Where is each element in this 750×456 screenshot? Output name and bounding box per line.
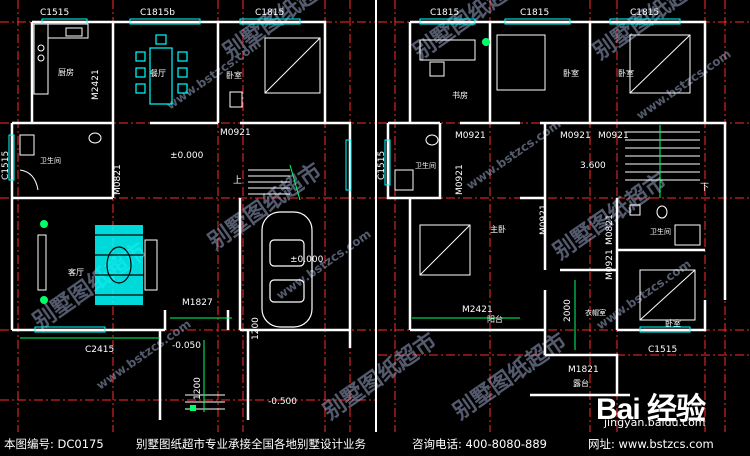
kitchen-fixtures bbox=[33, 23, 89, 95]
window-code: C1515 bbox=[648, 345, 677, 355]
baidu-jingyan-logo: Bai 经验 jingyan.baidu.com bbox=[596, 384, 746, 432]
plant-icon bbox=[482, 38, 490, 46]
contact-phone: 咨询电话: 400-8080-889 bbox=[412, 437, 547, 451]
window-code: C2415 bbox=[85, 345, 114, 355]
door-code: M0921 bbox=[605, 249, 615, 280]
upper-floor-plan: C1815 C1815 C1815 C1515 C1515 书房 卧室 卧室 卫… bbox=[377, 8, 727, 397]
window-code: C1515 bbox=[1, 151, 11, 180]
website-link[interactable]: 网址: www.bstzcs.com bbox=[588, 437, 714, 451]
upper-beds bbox=[419, 34, 696, 321]
door-code: M1821 bbox=[568, 365, 599, 375]
door-code: M1827 bbox=[182, 298, 213, 308]
door-code: M0921 bbox=[220, 128, 251, 138]
door-code: M0821 bbox=[113, 164, 123, 195]
upper-labels: C1815 C1815 C1815 C1515 C1515 书房 卧室 卧室 卫… bbox=[377, 8, 709, 388]
room-bath: 卫生间 bbox=[40, 156, 61, 165]
drawing-number: 本图编号: DC0175 bbox=[4, 437, 104, 451]
study-desk bbox=[419, 38, 490, 77]
upper-bath-fixtures bbox=[394, 134, 701, 246]
room-master: 主卧 bbox=[490, 224, 506, 234]
window-code: C1515 bbox=[377, 151, 387, 180]
room-bath: 卫生间 bbox=[415, 161, 436, 170]
room-dining: 餐厅 bbox=[150, 69, 166, 78]
logo-brand: Bai 经验 bbox=[596, 393, 706, 426]
door-code: M0921 bbox=[455, 164, 465, 195]
door-code: M2421 bbox=[91, 69, 101, 100]
stair-direction: 下 bbox=[700, 183, 709, 193]
level-mark: ±0.000 bbox=[290, 255, 324, 265]
sheet-divider bbox=[375, 0, 377, 432]
upper-walls bbox=[386, 20, 727, 397]
window-code: C1815 bbox=[255, 8, 284, 18]
upper-stairs bbox=[625, 125, 700, 198]
room-dressing: 衣帽室 bbox=[585, 308, 606, 317]
window-code: C1815 bbox=[520, 8, 549, 18]
door-code: M0921 bbox=[455, 131, 486, 141]
dining-table bbox=[135, 34, 188, 105]
room-bedroom: 卧室 bbox=[665, 318, 681, 328]
upper-windows bbox=[384, 18, 691, 333]
room-bedroom: 卧室 bbox=[226, 70, 242, 80]
window-code: C1815 bbox=[430, 8, 459, 18]
room-bath: 卫生间 bbox=[650, 227, 671, 236]
ground-dimension-lines bbox=[20, 317, 232, 412]
footer-slogan: 别墅图纸超市专业承接全国各地别墅设计业务 bbox=[136, 437, 366, 451]
door-code: M0921 bbox=[560, 131, 591, 141]
room-kitchen: 厨房 bbox=[58, 67, 74, 77]
dimension-value: 1200 bbox=[193, 377, 203, 400]
room-study: 书房 bbox=[452, 90, 468, 100]
dimension-value: 1200 bbox=[251, 317, 261, 340]
room-balcony: 阳台 bbox=[487, 314, 503, 324]
window-code: C1515 bbox=[40, 8, 69, 18]
level-mark: ±0.000 bbox=[170, 151, 204, 161]
ground-labels: C1515 C1815b C1815 C1515 C2415 厨房 餐厅 卧室 … bbox=[1, 8, 324, 407]
level-mark: 3.600 bbox=[580, 161, 606, 171]
upper-dimension-lines bbox=[412, 280, 576, 350]
ground-walls bbox=[10, 20, 352, 420]
plant-icon bbox=[40, 220, 48, 228]
ground-bed bbox=[229, 37, 321, 108]
window-code: C1815 bbox=[630, 8, 659, 18]
car-icon bbox=[261, 211, 313, 328]
footer-bar: 本图编号: DC0175 别墅图纸超市专业承接全国各地别墅设计业务 咨询电话: … bbox=[0, 432, 750, 456]
room-living: 客厅 bbox=[68, 267, 84, 277]
room-bedroom: 卧室 bbox=[618, 68, 634, 78]
logo-url: jingyan.baidu.com bbox=[604, 416, 706, 429]
level-mark: -0.500 bbox=[268, 397, 297, 407]
living-sofa-set bbox=[37, 220, 158, 305]
plant-icon bbox=[40, 296, 48, 304]
stair-direction: 上 bbox=[233, 175, 242, 186]
door-code: M0821 bbox=[605, 214, 615, 245]
door-code: M0921 bbox=[539, 204, 549, 235]
room-terrace: 露台 bbox=[573, 378, 589, 388]
dimension-value: 2000 bbox=[563, 299, 573, 322]
window-code: C1815b bbox=[140, 8, 175, 18]
ground-bath-fixtures bbox=[19, 132, 102, 191]
level-mark: -0.050 bbox=[172, 341, 201, 351]
ground-floor-plan: C1515 C1815b C1815 C1515 C2415 厨房 餐厅 卧室 … bbox=[1, 8, 352, 420]
door-code: M0921 bbox=[598, 131, 629, 141]
room-bedroom: 卧室 bbox=[563, 68, 579, 78]
porch-steps bbox=[185, 394, 225, 411]
ground-stairs bbox=[248, 164, 301, 201]
door-code: M2421 bbox=[462, 305, 493, 315]
